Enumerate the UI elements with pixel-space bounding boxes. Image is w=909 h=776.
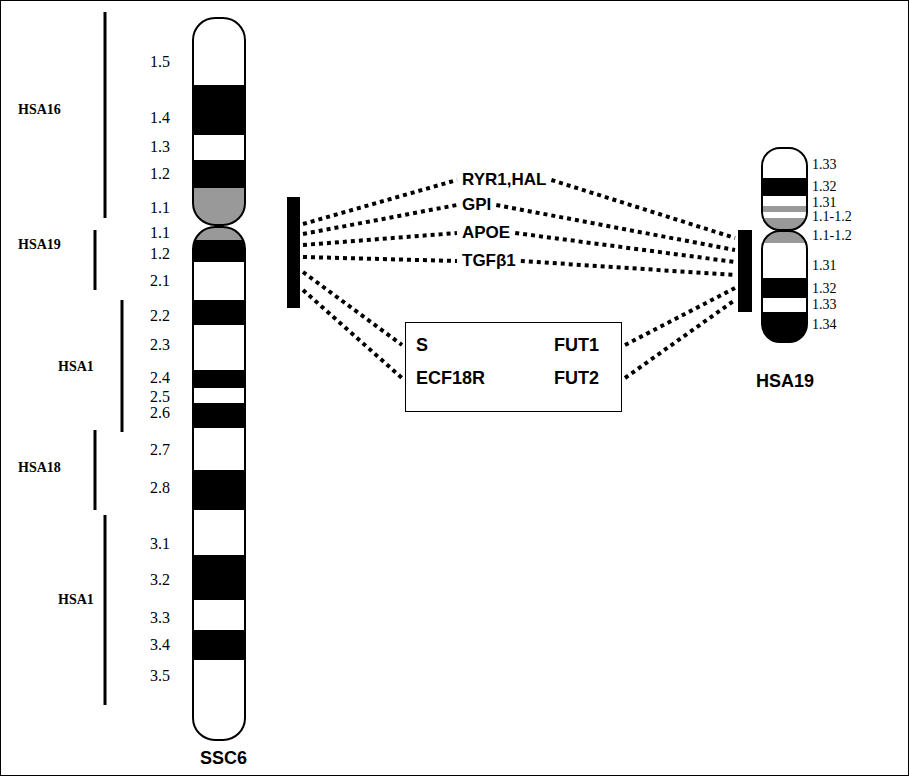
band-label: 3.1: [150, 535, 170, 553]
band-label: 1.33: [812, 297, 837, 313]
band-label: 3.4: [150, 636, 170, 654]
homology-connector: [303, 205, 457, 234]
chromosome-name: HSA19: [738, 371, 832, 392]
band-label: 3.3: [150, 609, 170, 627]
homology-connector: [303, 233, 457, 245]
chromosome: SSC6: [190, 15, 300, 773]
band-label: 1.2: [150, 165, 170, 183]
homology-label: HSA16: [18, 102, 61, 118]
gene-box: S FUT1ECF18R FUT2: [405, 322, 622, 412]
gene-name: RYR1,HAL: [462, 170, 546, 190]
band-label: 1.32: [812, 281, 837, 297]
homology-connector: [625, 288, 735, 345]
band-label: 3.2: [150, 571, 170, 589]
band-label: 1.32: [812, 179, 837, 195]
homology-label: HSA1: [58, 592, 94, 608]
gene-name: TGFβ1: [462, 251, 516, 271]
homology-connector: [303, 257, 457, 261]
band-label: 2.8: [150, 479, 170, 497]
gene-name: APOE: [462, 223, 510, 243]
band-label: 2.4: [150, 369, 170, 387]
band-label: 1.1: [150, 224, 170, 242]
band-label: 1.31: [812, 258, 837, 274]
band-label: 1.1-1.2: [812, 209, 852, 225]
band-label: 1.1-1.2: [812, 228, 852, 244]
gene-name: GPI: [462, 195, 491, 215]
band-label: 2.1: [150, 272, 170, 290]
homology-connector: [303, 290, 402, 378]
homology-connector: [515, 233, 735, 262]
band-label: 2.6: [150, 404, 170, 422]
gene-label: APOE: [460, 223, 512, 243]
band-label: 3.5: [150, 667, 170, 685]
band-label: 1.4: [150, 109, 170, 127]
homology-connector: [625, 300, 735, 378]
homology-connector: [521, 261, 735, 275]
homology-connector: [496, 205, 735, 250]
gene-name: FUT2: [554, 368, 599, 389]
band-label: 1.34: [812, 317, 837, 333]
band-label: 1.1: [150, 199, 170, 217]
gene-label: GPI: [460, 195, 493, 215]
homology-label: HSA1: [58, 359, 94, 375]
gene-label: RYR1,HAL: [460, 170, 548, 190]
gene-label: TGFβ1: [460, 251, 518, 271]
homology-label: HSA19: [18, 237, 61, 253]
homology-connector: [303, 180, 457, 224]
band-label: 2.2: [150, 307, 170, 325]
band-label: 1.3: [150, 138, 170, 156]
band-label: 2.5: [150, 388, 170, 406]
band-label: 2.3: [150, 336, 170, 354]
chromosome-name: SSC6: [200, 748, 247, 769]
band-label: 2.7: [150, 441, 170, 459]
band-label: 1.5: [150, 53, 170, 71]
band-label: 1.33: [812, 157, 837, 173]
gene-name: FUT1: [554, 335, 599, 356]
gene-name: ECF18R: [416, 368, 485, 389]
gene-name: S: [416, 335, 428, 356]
band-label: 1.2: [150, 245, 170, 263]
homology-label: HSA18: [18, 460, 61, 476]
band-label: 1.31: [812, 195, 837, 211]
homology-connector: [551, 180, 735, 238]
